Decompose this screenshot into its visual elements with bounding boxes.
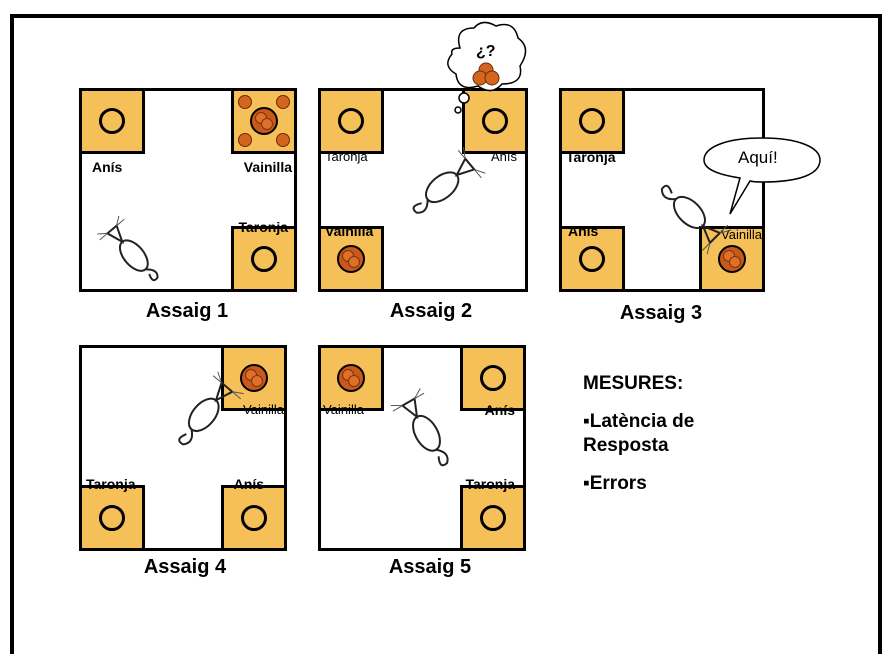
label-vainilla: Vainilla (243, 159, 292, 175)
arena-trial-3: Taronja Anís Vainilla (559, 88, 765, 292)
measures-heading: MESURES: (583, 373, 684, 394)
speech-bubble-icon (703, 137, 821, 215)
cup-top-left (559, 88, 625, 154)
trial-title: Assaig 3 (619, 302, 703, 324)
cup-top-left (318, 88, 384, 154)
trial-title: Assaig 1 (145, 300, 229, 322)
thought-bubble-icon (447, 21, 527, 114)
trial-title: Assaig 4 (143, 556, 227, 578)
label-anis: Anís (233, 476, 264, 492)
food-pellets-icon (337, 364, 365, 392)
label-taronja: Taronja (325, 149, 368, 164)
cup-top-right (460, 345, 526, 411)
cup-bottom-right-baited (699, 226, 765, 292)
label-taronja: Taronja (86, 476, 136, 492)
measures-panel: MESURES: ▪Latència de Resposta ▪Errors (583, 372, 773, 496)
arena-trial-2: Taronja Anís Vainilla (318, 88, 528, 292)
food-pellets-icon (337, 245, 365, 273)
scattered-pellet-icon (238, 133, 252, 147)
measure-errors: ▪Errors (583, 473, 647, 494)
scattered-pellet-icon (276, 133, 290, 147)
rat-icon (178, 371, 244, 446)
cup-top-left-baited (318, 345, 384, 411)
trial-title: Assaig 5 (388, 556, 472, 578)
rat-icon (390, 388, 449, 467)
empty-cup-icon (579, 108, 605, 134)
label-taronja: Taronja (566, 149, 616, 165)
label-vainilla: Vainilla (243, 402, 284, 417)
rat-icon (660, 184, 732, 255)
arena-trial-1: Anís Vainilla Taronja (79, 88, 297, 292)
cup-bottom-right (221, 485, 287, 551)
speech-text: Aquí! (738, 148, 778, 167)
scattered-pellet-icon (238, 95, 252, 109)
label-vainilla: Vainilla (325, 223, 374, 239)
cup-top-right-baited (221, 345, 287, 411)
food-pellets-icon (250, 107, 278, 135)
outer-frame (10, 14, 882, 654)
rat-icon (97, 215, 159, 282)
cup-bottom-left-baited (318, 226, 384, 292)
arena-trial-5: Vainilla Anís Taronja (318, 345, 526, 551)
empty-cup-icon (480, 505, 506, 531)
label-anis: Anís (568, 223, 599, 239)
scattered-pellet-icon (276, 95, 290, 109)
empty-cup-icon (251, 246, 277, 272)
cup-top-left (79, 88, 145, 154)
label-anis: Anís (484, 402, 515, 418)
empty-cup-icon (579, 246, 605, 272)
cup-bottom-right (231, 226, 297, 292)
cup-top-right-baited (231, 88, 297, 154)
thought-text: ¿? (476, 43, 496, 60)
measure-latency: ▪Latència de Resposta (583, 411, 695, 456)
empty-cup-icon (480, 365, 506, 391)
label-vainilla: Vainilla (721, 227, 762, 242)
empty-cup-icon (338, 108, 364, 134)
cup-bottom-left (559, 226, 625, 292)
empty-cup-icon (99, 108, 125, 134)
food-pellets-icon (240, 364, 268, 392)
empty-cup-icon (482, 108, 508, 134)
cup-bottom-right (460, 485, 526, 551)
label-vainilla: Vainilla (323, 402, 364, 417)
arena-trial-4: Vainilla Taronja Anís (79, 345, 287, 551)
empty-cup-icon (241, 505, 267, 531)
label-taronja: Taronja (238, 219, 288, 235)
empty-cup-icon (99, 505, 125, 531)
cup-bottom-left (79, 485, 145, 551)
label-anis: Anís (490, 149, 517, 164)
label-anis: Anís (92, 159, 123, 175)
rat-icon (412, 147, 486, 214)
label-taronja: Taronja (465, 476, 515, 492)
trial-title: Assaig 2 (389, 300, 473, 322)
food-pellets-icon (718, 245, 746, 273)
